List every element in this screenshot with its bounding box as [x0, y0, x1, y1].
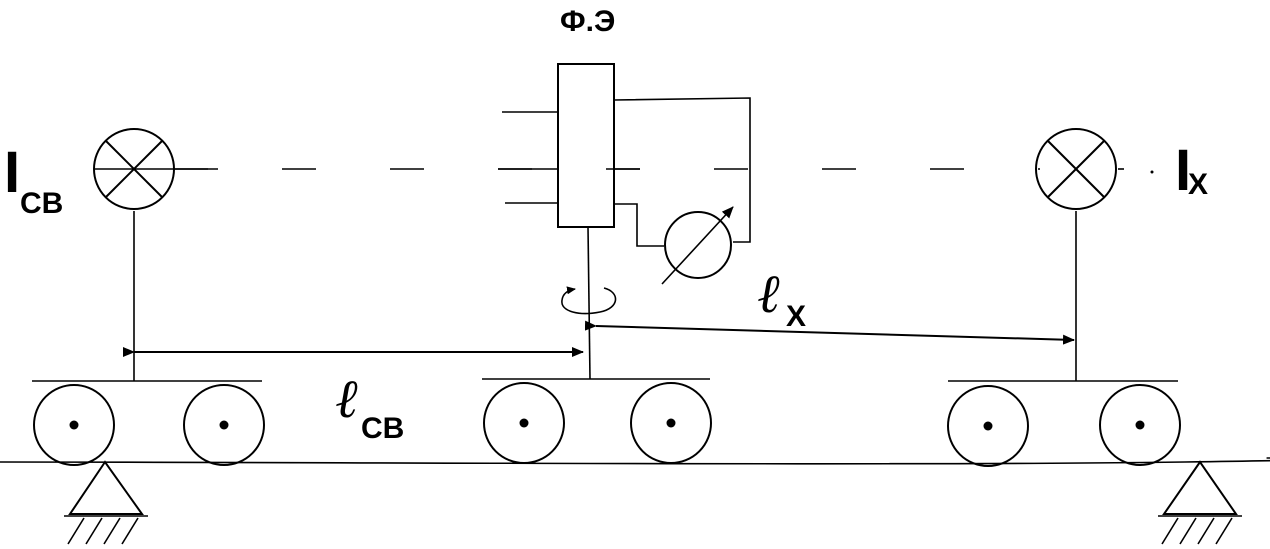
- middle-carriage: [482, 378, 712, 464]
- wheel-icon: [33, 384, 115, 466]
- right-carriage: [947, 380, 1181, 467]
- test-lamp-icon: [1035, 128, 1117, 210]
- test-source-subscript: X: [1188, 168, 1208, 201]
- photo-element: [498, 63, 640, 228]
- distance-std-label: ℓ: [336, 369, 359, 429]
- left-carriage: [32, 380, 265, 466]
- wheel-icon: [183, 384, 265, 466]
- right-support-icon: [1158, 460, 1242, 545]
- photo-element-label: Ф.Э: [560, 5, 615, 38]
- wheel-icon: [630, 382, 712, 464]
- galvanometer-circuit: [613, 97, 751, 285]
- standard-source-label: I: [4, 140, 20, 205]
- distance-std-subscript: СВ: [361, 412, 404, 445]
- test-source-label: I: [1175, 138, 1191, 203]
- distance-test-label: ℓ: [758, 264, 781, 324]
- wheel-icon: [947, 385, 1029, 467]
- galvanometer-icon: [664, 211, 732, 279]
- bench-rail: [0, 457, 1270, 465]
- standard-source-subscript: СВ: [20, 187, 63, 220]
- wheel-icon: [1099, 384, 1181, 466]
- photo-element-post: [587, 226, 591, 380]
- standard-lamp-icon: [93, 128, 175, 210]
- left-support-icon: [64, 460, 148, 545]
- distance-test-arrow: [584, 320, 1075, 345]
- wheel-icon: [483, 382, 565, 464]
- distance-test-subscript: Х: [786, 300, 806, 333]
- rotation-arrow-icon: [561, 286, 617, 315]
